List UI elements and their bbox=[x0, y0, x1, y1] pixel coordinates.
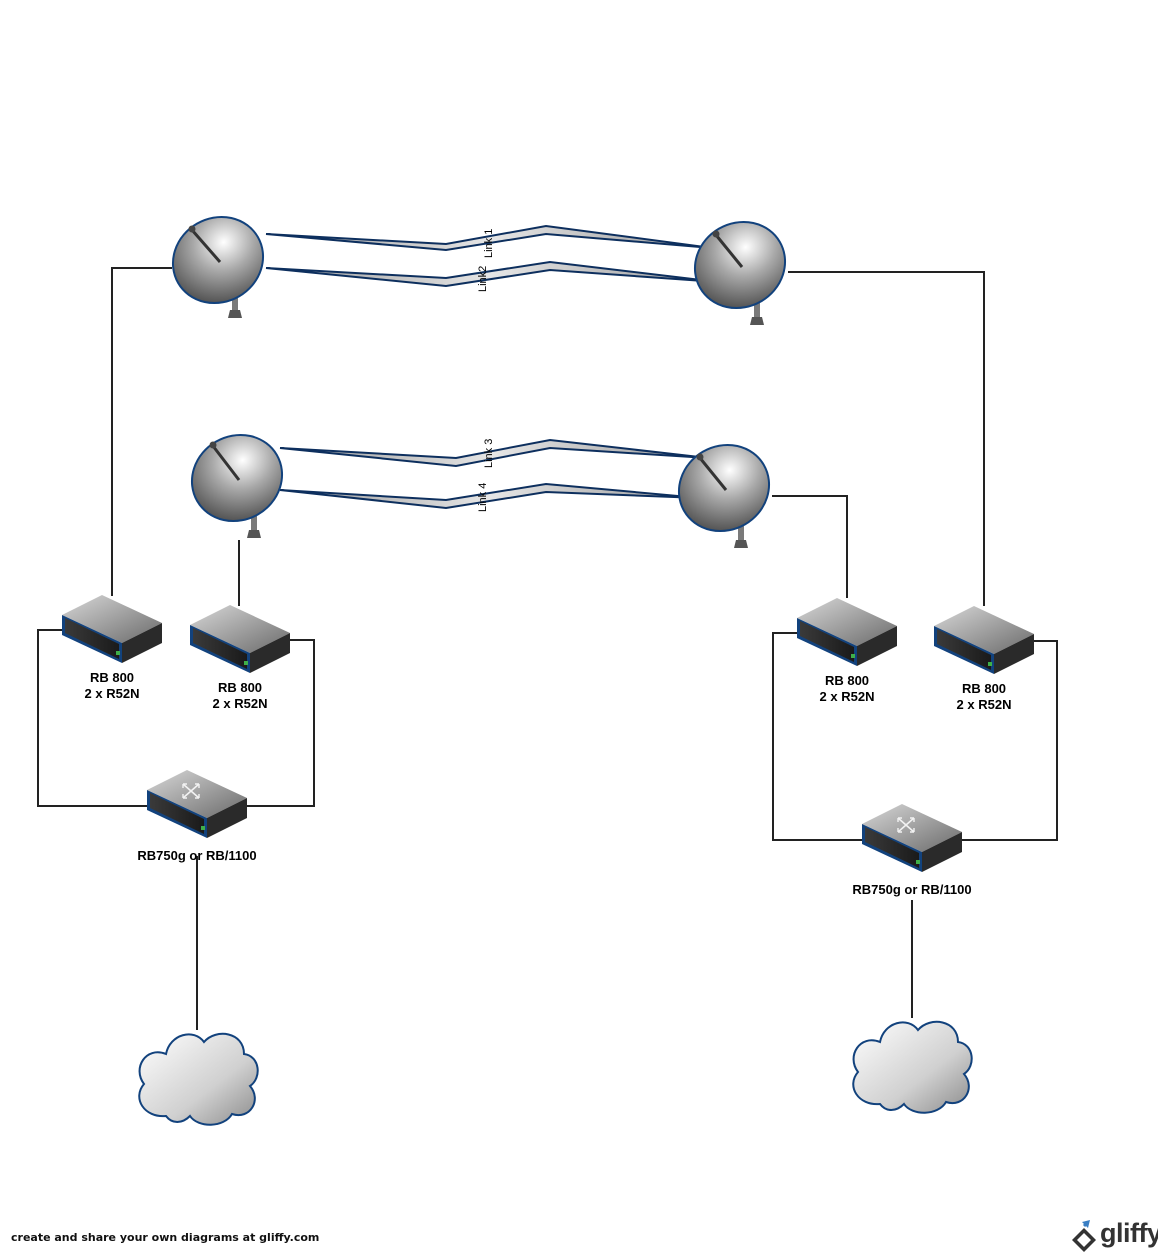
router-label-line2: 2 x R52N bbox=[213, 696, 268, 711]
connector-dish-tr-to-router bbox=[788, 271, 985, 606]
link-2-beam bbox=[265, 260, 719, 288]
router-icon bbox=[62, 595, 162, 663]
gliffy-logo[interactable]: gliffy bbox=[1068, 1218, 1158, 1252]
link-2-label: Link2 bbox=[477, 266, 489, 292]
connector-dish-tl-to-router bbox=[111, 267, 172, 596]
link-4-beam bbox=[279, 482, 701, 510]
switch-icon bbox=[862, 804, 962, 872]
router-icon bbox=[934, 606, 1034, 674]
link-3-label: Link 3 bbox=[483, 439, 495, 468]
router-label-line1: RB 800 bbox=[218, 680, 262, 695]
link-4-label: Link 4 bbox=[477, 483, 489, 512]
connector-dish-mr-to-router bbox=[772, 495, 848, 598]
router-icon bbox=[797, 598, 897, 666]
router-label-line1: RB 800 bbox=[825, 673, 869, 688]
router-label-line2: 2 x R52N bbox=[85, 686, 140, 701]
connector-router-lo-to-switch bbox=[37, 629, 150, 807]
connector-router-ro-to-switch bbox=[960, 640, 1058, 841]
footer-credit[interactable]: create and share your own diagrams at gl… bbox=[11, 1231, 320, 1244]
satellite-dish-icon bbox=[190, 433, 284, 538]
satellite-dish-icon bbox=[677, 443, 771, 548]
router-label-line1: RB 800 bbox=[90, 670, 134, 685]
connector-router-ri-to-switch bbox=[772, 632, 864, 841]
switch-label: RB750g or RB/1100 bbox=[137, 848, 256, 863]
cloud-icon bbox=[852, 1021, 973, 1114]
router-label-line1: RB 800 bbox=[962, 681, 1006, 696]
satellite-dish-icon bbox=[693, 220, 787, 325]
cloud-icon bbox=[138, 1033, 259, 1126]
router-label-line2: 2 x R52N bbox=[820, 689, 875, 704]
satellite-dish-icon bbox=[171, 215, 265, 318]
router-label-line2: 2 x R52N bbox=[957, 697, 1012, 712]
router-icon bbox=[190, 605, 290, 673]
gliffy-logo-icon bbox=[1072, 1220, 1096, 1252]
connector-router-li-to-switch bbox=[244, 639, 315, 807]
switch-icon bbox=[147, 770, 247, 838]
gliffy-logo-text: gliffy bbox=[1100, 1218, 1158, 1248]
link-1-label: Link 1 bbox=[483, 229, 495, 258]
switch-label: RB750g or RB/1100 bbox=[852, 882, 971, 897]
